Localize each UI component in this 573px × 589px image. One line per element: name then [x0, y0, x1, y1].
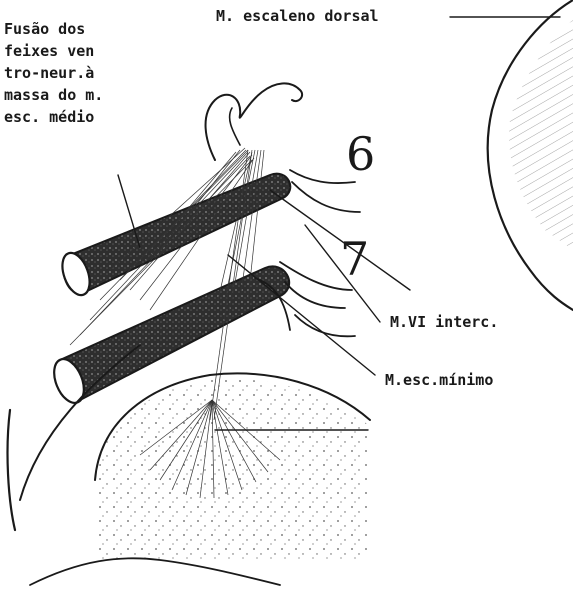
label-vi-interc: M.VI interc.: [390, 313, 498, 331]
top-structure: [206, 83, 303, 160]
label-escaleno-dorsal: M. escaleno dorsal: [216, 7, 379, 25]
fusion-label-line-3: tro-neur.à: [4, 64, 94, 82]
fusion-label-line-1: Fusão dos: [4, 20, 85, 38]
fusion-label-line-4: massa do m.: [4, 86, 103, 104]
label-number-7: 7: [340, 232, 369, 286]
fusion-label-line-5: esc. médio: [4, 108, 94, 126]
fusion-label: Fusão dos feixes ven tro-neur.à massa do…: [4, 20, 103, 126]
fusion-label-line-2: feixes ven: [4, 42, 94, 60]
right-organ-outline: [488, 0, 573, 310]
label-number-6: 6: [346, 127, 375, 181]
label-esc-minimo: M.esc.mínimo: [385, 371, 493, 389]
